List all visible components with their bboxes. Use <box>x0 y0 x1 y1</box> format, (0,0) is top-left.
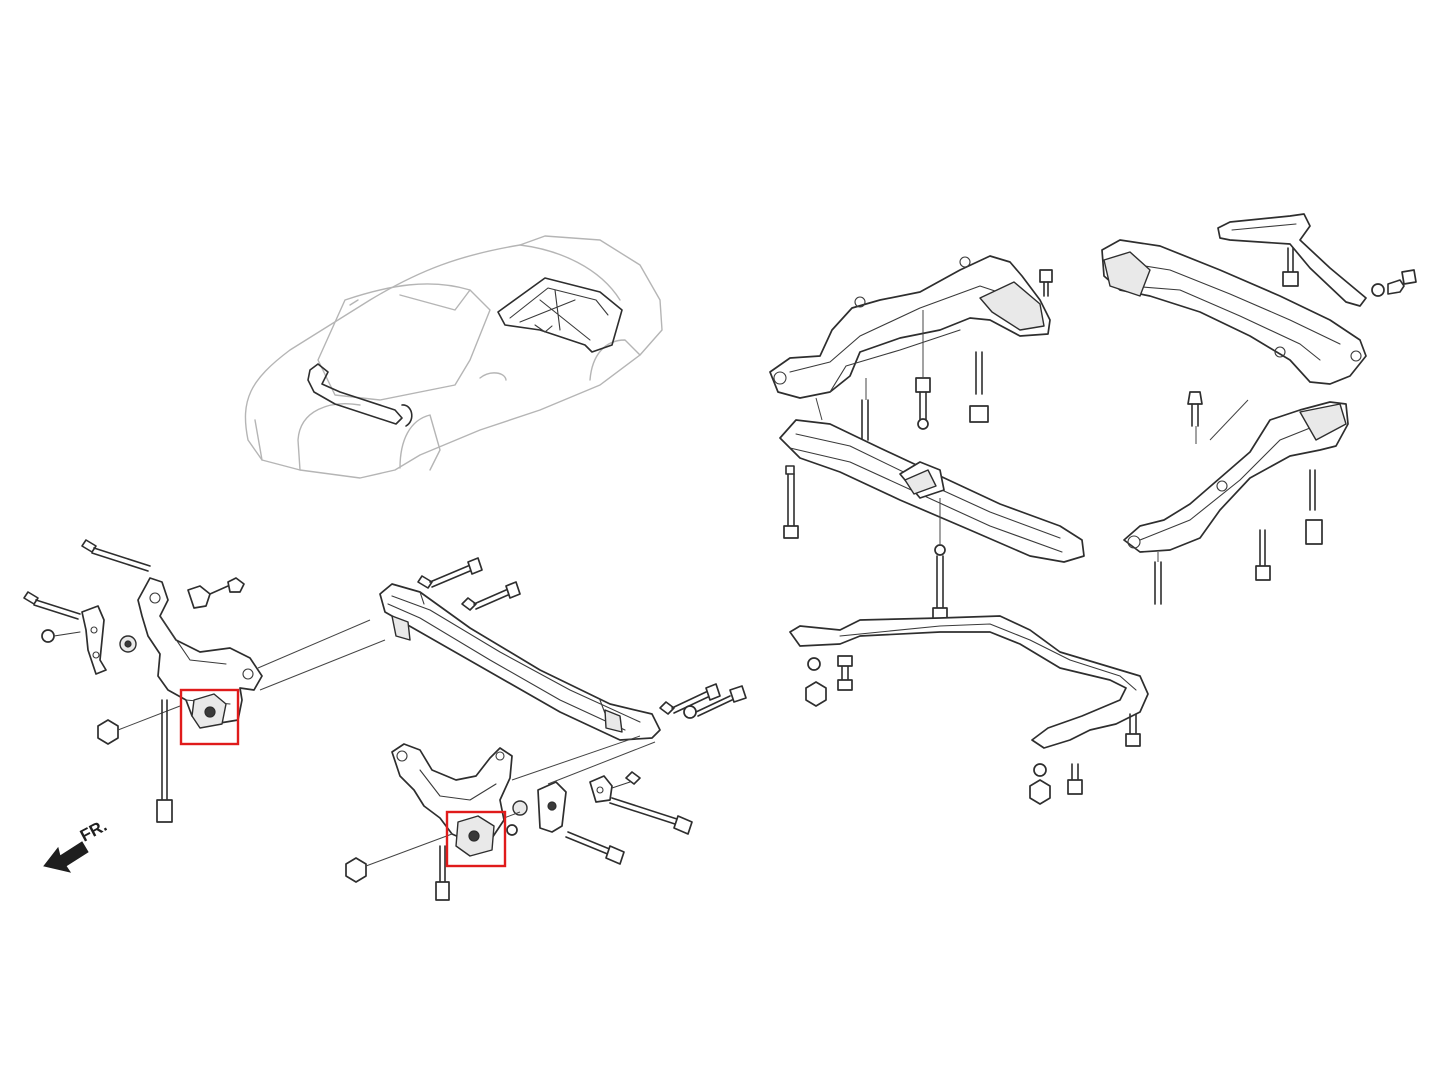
upper-front-subframe <box>769 255 1053 441</box>
front-direction-arrow-icon <box>43 841 89 873</box>
lower-stabilizer-bar <box>789 615 1149 805</box>
car-silhouette <box>244 235 663 479</box>
front-direction-label: FR. <box>77 816 110 846</box>
rear-bushing-highlight <box>445 810 507 868</box>
front-knuckle-assembly <box>23 539 386 823</box>
front-crossmember <box>379 557 747 741</box>
front-bushing-highlight <box>179 688 240 746</box>
rear-knuckle-assembly <box>345 735 693 901</box>
rear-upper-subframe <box>1101 213 1417 385</box>
rear-lower-subframe <box>1123 391 1349 605</box>
middle-beam <box>779 419 1085 623</box>
